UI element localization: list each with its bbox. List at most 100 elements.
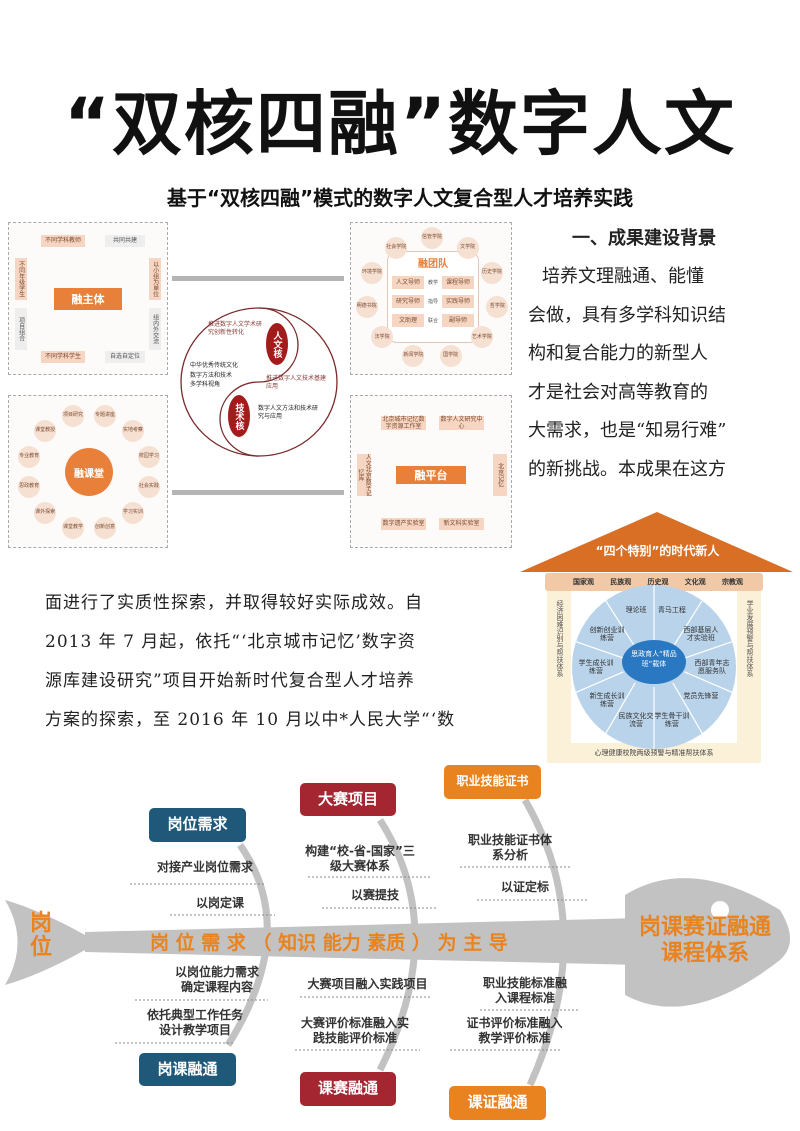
house-shape [520,512,793,763]
panel-platform: 北京城市记忆数字资源工作室 数字人文研究中心 人文北京数字记忆库 北京记忆 融平… [350,395,512,548]
tag-post-course: 岗课融通 [139,1053,236,1086]
fish-item: 证书评价标准融入教学评价标准 [466,1016,563,1045]
fish-item: 大赛评价标准融入实践技能评价标准 [300,1016,409,1045]
team-cell: 副导师 [441,314,474,327]
team-frame: 融团队 人文导师教学课程导师研究导师指导实践导师文助理联合副导师 [387,251,479,343]
class-node: 校园学习 [137,445,160,468]
fish-item: 以岗定课 [195,896,244,910]
text-line: 会做，具有多学科知识结 [528,304,726,326]
team-node: 明德书院 [355,295,378,318]
wheel-segment: 学生成长训练营 [578,659,614,676]
fish-item: 以岗位能力需求确定课程内容 [174,965,259,994]
tag-cert: 职业技能证书 [444,765,541,799]
wheel-divider [575,671,624,693]
center-box: 融主体 [54,288,122,310]
class-node: 学习实训 [121,502,144,524]
box: 共同共建 [105,235,145,247]
wheel-segment: 创新创业训练营 [589,626,625,643]
wheel-segment: 青马工程 [657,605,686,614]
class-node: 实地考察 [121,419,144,442]
team-cell: 指导 [427,299,438,305]
wheel-segment: 西部青年志愿服务队 [694,659,730,676]
team-cell: 实践导师 [441,295,474,308]
fish-tail-label: 岗位 [30,911,53,961]
text-line: 大需求，也是“知易行难” [528,420,727,441]
shared-points: 中华优秀传统文化 数字方法和技术 多学科视角 [190,361,260,390]
tag-post-demand: 岗位需求 [149,808,246,842]
shared-point: 数字方法和技术 [190,371,233,379]
wheel-segment: 民族文化交流营 [618,712,654,729]
fish-item: 对接产业岗位需求 [156,860,253,874]
team-cell: 联合 [427,318,438,324]
wheel-divider [672,682,703,734]
center-circle: 融课堂 [65,448,113,496]
class-node: 创新创意 [94,517,117,540]
team-row: 文助理联合副导师 [392,314,474,327]
team-cell: 教学 [427,280,438,286]
humanities-point: 推进数字人文学术研究创新性转化 [208,321,263,337]
box: 数字人文研究中心 [439,415,484,430]
house-base: 心理健康校院两级预警与精准帮扶体系 [594,749,714,757]
panel-subject: 不同学科教师 共同共建 不同年级学生 项目组合 以小组为单位 组内外交流 融主体… [8,222,168,375]
arrow-top [172,276,344,281]
box: 新文科实验室 [439,518,484,530]
team-node: 信管学院 [421,227,443,249]
wheel-segment: 西部基层人才实验班 [683,626,719,643]
team-cell: 课程导师 [441,276,474,289]
fishbone-diagram: 岗位 岗 位 需 求 （ 知识 能力 素质 ） 为 主 导 岗课赛证融通 课程体… [0,760,800,1131]
tag-course-cert: 课证融通 [449,1086,546,1120]
head-line: 课程体系 [660,941,749,967]
team-cell: 研究导师 [392,295,424,308]
panel-class: 融课堂 项目研究专题讲座实地考察校园学习社会实践学习实训创新创意课堂教学课外探索… [8,395,168,548]
beam-item: 国家观 [573,578,594,586]
team-cell: 人文导师 [392,276,424,289]
box: 不同年级学生 [15,258,27,300]
class-node: 思政教育 [18,476,41,498]
class-node: 项目研究 [61,404,84,427]
team-node: 新闻学院 [402,344,425,367]
page-title: “双核四融”数字人文 [63,83,736,165]
wheel-divider [575,641,624,659]
wheel-segment: 学生骨干训练营 [654,712,690,729]
box: 北京记忆 [493,454,507,496]
box: 人文北京数字记忆库 [357,454,372,496]
house-beam: 国家观民族观历史观文化观宗教观 [573,577,743,587]
box: 不同学科学生 [41,351,85,363]
box: 北京城市记忆数字资源工作室 [381,415,426,430]
beam-item: 文化观 [684,578,706,586]
house-right-pillar: 学业发展预警与帮扶体系 [746,600,754,677]
wheel-segment: 理论班 [625,605,647,614]
wheel-segment: 党员先锋营 [683,691,719,700]
fishbone-bones [5,798,790,1087]
house-left-pillar: 经济困难识别与帮扶体系 [556,600,564,677]
box: 数字遗产实验室 [381,518,426,530]
team-cell: 文助理 [392,314,424,327]
house-hub: 思政育人“精品班”载体 [631,650,677,668]
text-line: 的新挑战。本成果在这方 [528,458,726,480]
fish-item: 大赛项目融入实践项目 [307,977,428,991]
wheel-divider [605,682,636,734]
team-node: 哲学院 [486,295,509,318]
fish-item: 职业技能证书体系分析 [467,833,552,862]
wheel-segment: 新生成长训练营 [589,691,625,708]
wheel-divider [672,600,703,648]
fish-spine-label: 岗 位 需 求 （ 知识 能力 素质 ） 为 主 导 [150,932,508,954]
class-node: 专题讲座 [94,404,117,427]
class-node: 课堂教学 [61,517,84,540]
text-line: 方案的探索，至 2016 年 10 月以中*人民大学“‘数 [45,710,456,730]
fish-item: 以赛提技 [350,888,399,902]
text-line: 2013 年 7 月起，依托“‘北京城市记忆’数字资 [45,632,416,652]
team-node: 历史学院 [481,262,504,285]
house-diagram: “四个特别”的时代新人 国家观民族观历史观文化观宗教观 经济困难识别与帮扶体系 … [515,510,800,765]
team-node: 国学院 [439,344,462,367]
class-node: 社会实践 [137,476,160,498]
fish-item: 以证定标 [500,880,549,894]
fish-item: 依托典型工作任务设计教学项目 [146,1008,243,1037]
panel-team: 融团队 人文导师教学课程导师研究导师指导实践导师文助理联合副导师 信管学院文学院… [350,222,512,375]
text-line: 构和复合能力的新型人 [528,343,708,364]
shared-point: 多学科视角 [190,381,221,389]
text-line: 面进行了实质性探索，并取得较好实际成效。自 [45,593,423,613]
team-row: 研究导师指导实践导师 [392,295,474,308]
text-line: 源库建设研究”项目开始新时代复合型人才培养 [45,671,415,691]
team-node: 环境学院 [360,262,383,285]
